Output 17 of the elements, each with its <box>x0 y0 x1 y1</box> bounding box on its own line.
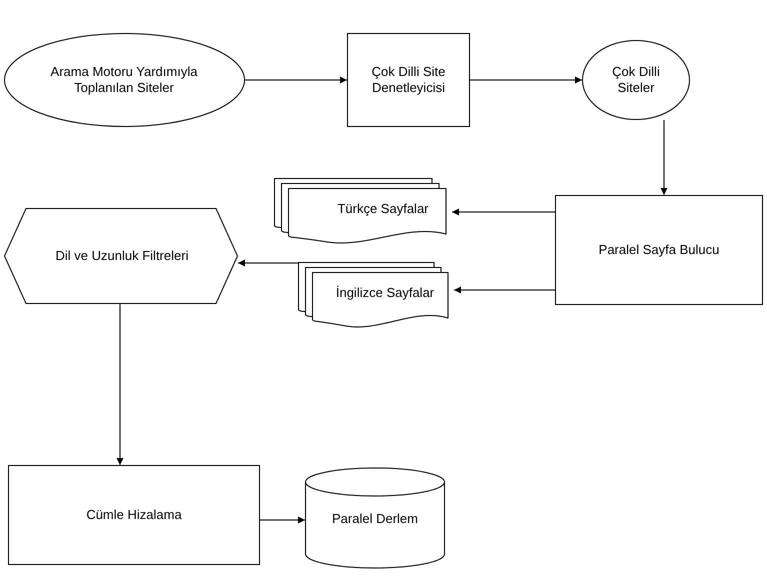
node-label: Arama Motoru Yardımıyla Toplanılan Siteler <box>50 64 198 96</box>
node-label: Cümle Hizalama <box>86 506 182 524</box>
node-label: Dil ve Uzunluk Filtreleri <box>56 248 188 264</box>
arrow <box>244 76 348 84</box>
arrow <box>116 304 124 466</box>
node-label: İngilizce Sayfalar <box>336 284 434 302</box>
arrow <box>470 76 582 84</box>
arrow <box>454 286 556 294</box>
arrow <box>660 120 668 196</box>
arrow <box>238 260 298 266</box>
node-label: Türkçe Sayfalar <box>337 200 429 218</box>
node-label: Paralel Sayfa Bulucu <box>598 242 720 258</box>
node-label: Paralel Derlem <box>332 510 418 528</box>
arrow <box>452 208 556 216</box>
node-label: Çok Dilli Siteler <box>611 64 661 96</box>
arrow <box>260 516 306 524</box>
node-label: Çok Dilli Site Denetleyicisi <box>370 64 446 96</box>
